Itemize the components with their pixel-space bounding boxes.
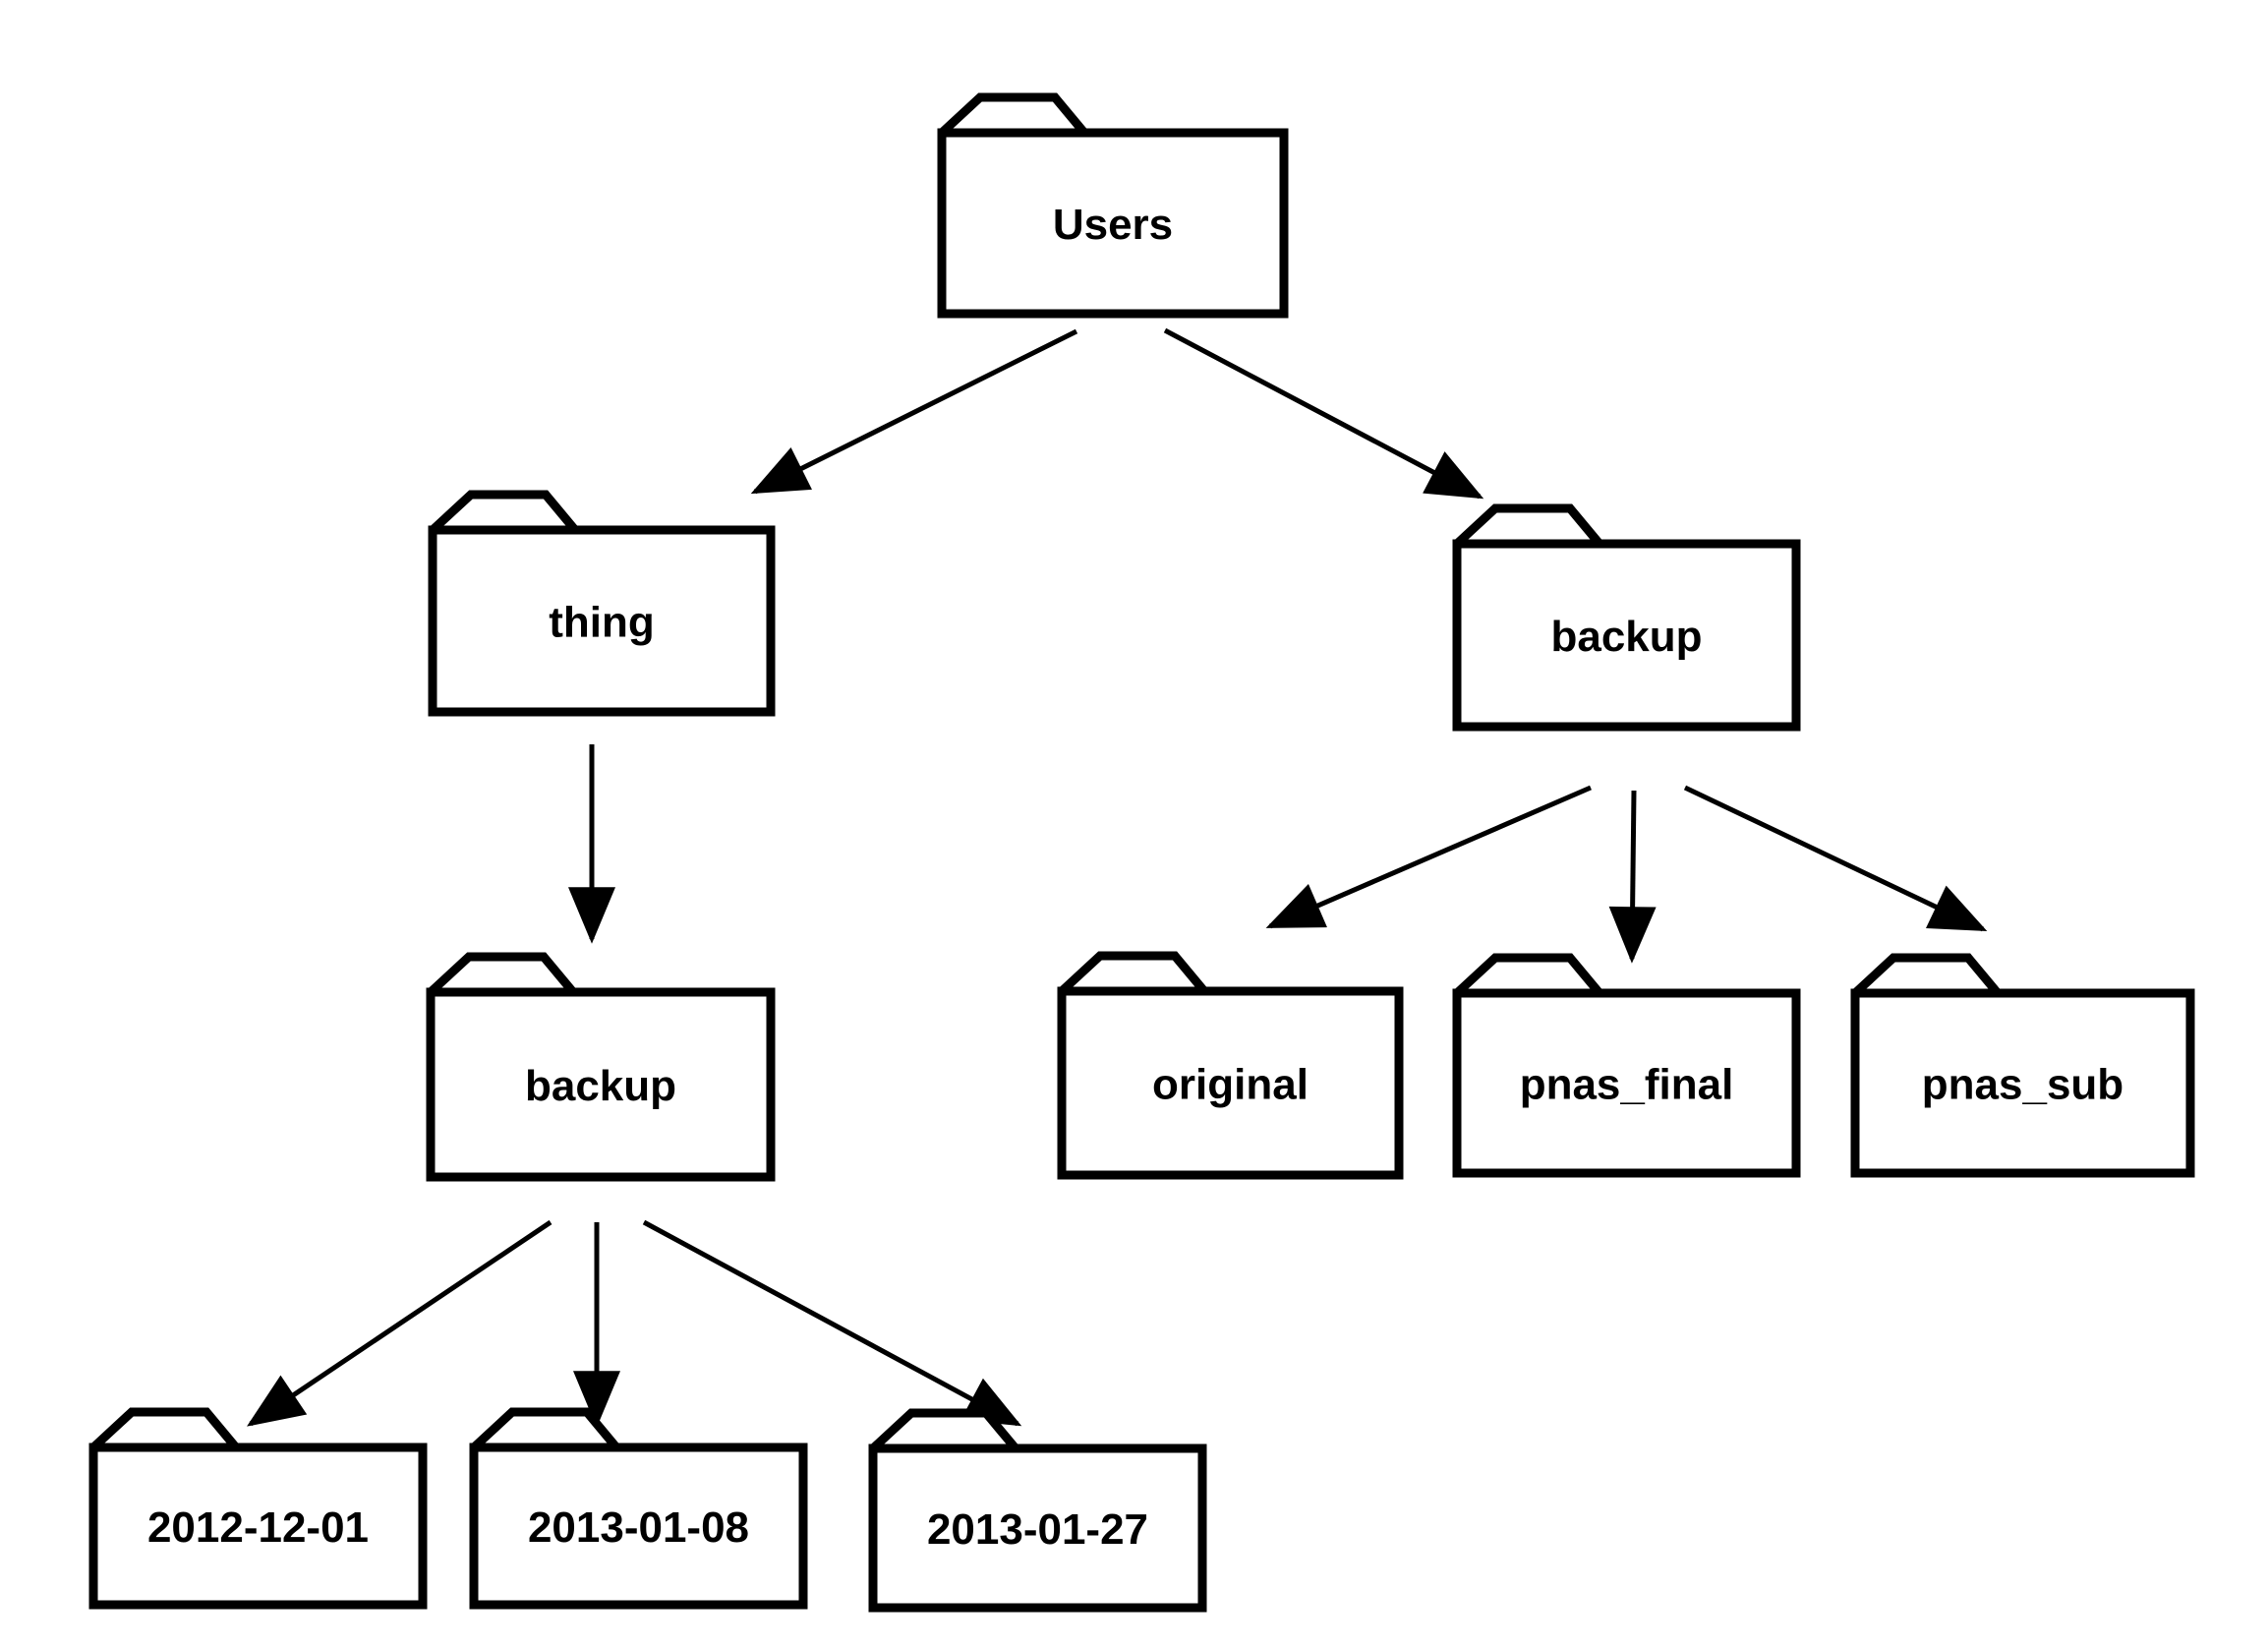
folder-label: 2013-01-08 (528, 1503, 749, 1552)
folder-node-backup-right: backup (1452, 503, 1801, 732)
edge-users-to-thing (750, 328, 1078, 495)
folder-label: thing (549, 599, 655, 647)
edge-backup-left-to-folder-2012-12-01 (247, 1219, 552, 1427)
folder-tab-icon (938, 92, 1088, 137)
folder-label: pnas_sub (1922, 1061, 2123, 1109)
folder-tab-icon (1058, 951, 1208, 995)
folder-tab-icon (1453, 953, 1603, 997)
edge-backup-right-to-pnas-sub (1683, 785, 1988, 932)
folder-node-thing: thing (428, 490, 776, 717)
folder-tab-icon (427, 952, 577, 996)
folder-node-pnas-sub: pnas_sub (1850, 953, 2195, 1178)
folder-body (868, 1443, 1207, 1613)
folder-label: backup (1550, 613, 1702, 661)
edge-backup-right-to-original (1265, 785, 1592, 929)
folder-body (1057, 986, 1404, 1180)
folder-body (88, 1443, 428, 1610)
folder-label: pnas_final (1520, 1061, 1734, 1109)
folder-node-users: Users (937, 92, 1289, 319)
edge-backup-left-to-folder-2013-01-27 (642, 1219, 1022, 1427)
folder-node-folder-2013-01-08: 2013-01-08 (469, 1407, 808, 1610)
folder-body (1452, 539, 1801, 732)
folder-body (428, 525, 776, 717)
folder-body (1452, 988, 1801, 1178)
folder-body (937, 128, 1289, 319)
folder-label: 2013-01-27 (927, 1505, 1148, 1554)
folder-node-backup-left: backup (426, 952, 776, 1182)
folder-tab-icon (470, 1407, 620, 1451)
folder-tab-icon (1453, 503, 1603, 548)
folder-label: 2012-12-01 (147, 1503, 369, 1552)
folder-label: original (1152, 1061, 1308, 1109)
folder-body (469, 1443, 808, 1610)
folder-node-original: original (1057, 951, 1404, 1180)
edges-layer (247, 327, 1988, 1428)
folder-tab-icon (869, 1408, 1019, 1452)
folder-label: backup (525, 1062, 676, 1110)
folder-tab-icon (429, 490, 579, 534)
folder-label: Users (1053, 201, 1173, 249)
edge-backup-right-to-pnas-final (1608, 790, 1657, 964)
folder-node-folder-2013-01-27: 2013-01-27 (868, 1408, 1207, 1613)
folder-node-pnas-final: pnas_final (1452, 953, 1801, 1178)
folder-tab-icon (1851, 953, 2002, 997)
folder-body (426, 987, 776, 1182)
folder-tab-icon (89, 1407, 240, 1451)
folder-body (1850, 988, 2195, 1178)
nodes-layer: Users thing backup backup original pnas_final… (88, 92, 2195, 1613)
folder-node-folder-2012-12-01: 2012-12-01 (88, 1407, 428, 1610)
edge-users-to-backup-right (1163, 327, 1484, 500)
